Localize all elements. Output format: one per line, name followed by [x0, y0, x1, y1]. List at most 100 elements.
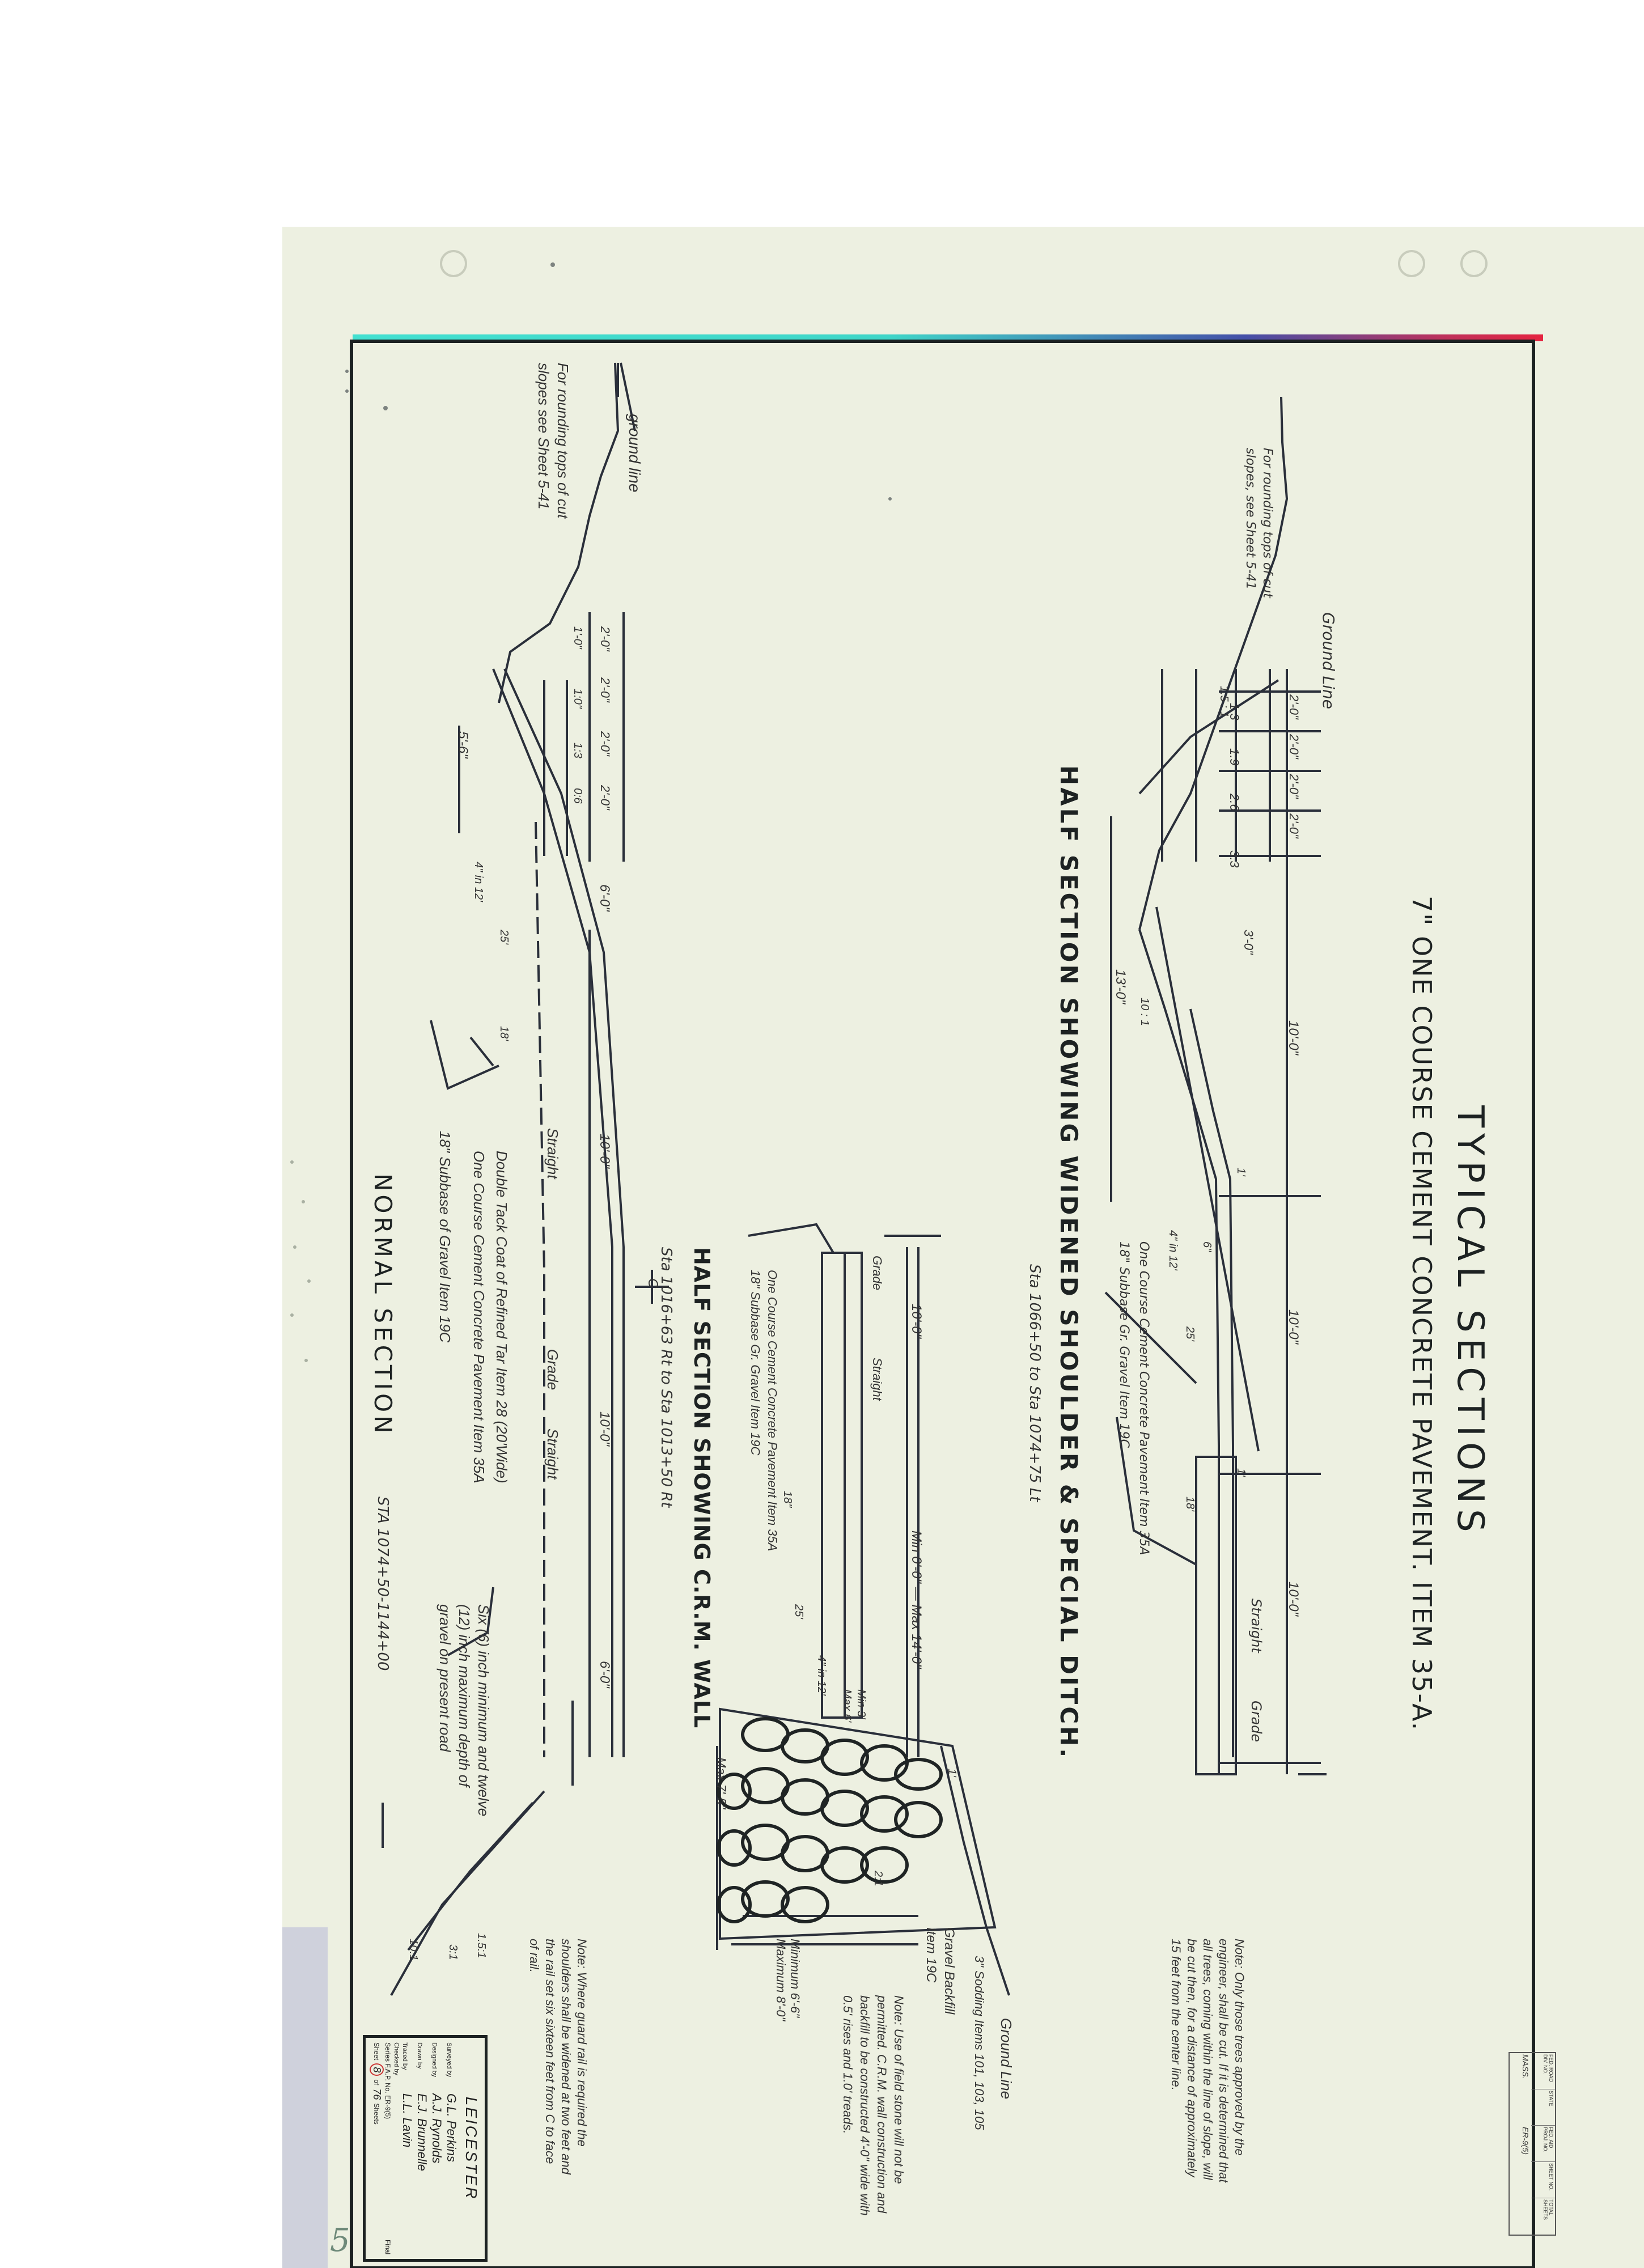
tb-final: Final — [384, 2239, 392, 2254]
normal-dim-3: 2'-0" — [598, 731, 612, 756]
tb-sheet-number: 8 — [370, 2063, 384, 2076]
widened-dim-2: 2'-0" — [1287, 734, 1301, 759]
crm-dim-8: 1' — [946, 1769, 958, 1777]
widened-dim-20: 1.5 : 1 — [1218, 686, 1230, 718]
widened-dim-9: 13'-0" — [1113, 969, 1128, 1004]
crm-dim-3: Min 3' — [855, 1689, 867, 1719]
normal-dim-2: 2'-0" — [598, 677, 612, 702]
widened-dim-1: 2'-0" — [1287, 694, 1301, 719]
crm-dim-1: 10'-0" — [909, 1304, 924, 1339]
normal-dim-10: 1'-0" — [571, 626, 584, 649]
normal-layer-2: One Course Cement Concrete Pavement Item… — [471, 1151, 488, 1483]
tb-sheets-word: Sheets — [372, 2103, 381, 2125]
tb-name-2: A.J. Rynolds — [430, 2093, 444, 2164]
crm-wall-stones — [717, 1717, 943, 1923]
normal-dim-1: 2'-0" — [598, 626, 612, 651]
widened-grade-label: Grade — [1248, 1701, 1264, 1743]
normal-layer-3: 18" Subbase of Gravel Item 19C — [437, 1131, 454, 1343]
tb-name-3: E.J. Brunnelle — [415, 2093, 429, 2171]
tb-role-4: Traced by — [401, 2042, 408, 2070]
crm-wall-drawing — [716, 1223, 1010, 1996]
title-block-town: LEICESTER — [463, 2096, 480, 2201]
widened-ground-line-label: Ground Line — [1319, 612, 1338, 709]
normal-dim-12: 1:3 — [571, 743, 584, 758]
corner-col3: FED. AID PROJ. NO. — [1531, 2126, 1555, 2162]
normal-dim-8: 6'-0" — [597, 1661, 612, 1688]
margin-mark: 5 — [330, 2222, 350, 2259]
corner-col1: FED. ROAD DIV. NO. — [1531, 2053, 1555, 2089]
tb-role-1: Surveyed by — [446, 2042, 452, 2078]
corner-col5: TOTAL SHEETS — [1543, 2199, 1554, 2220]
crm-grade-label: Grade — [870, 1256, 884, 1291]
widened-dim-21: 10 : 1 — [1138, 998, 1151, 1027]
widened-dim-8: 10'-0" — [1286, 1582, 1301, 1617]
crm-layer-1: One Course Cement Concrete Pavement Item… — [765, 1270, 779, 1551]
normal-dim-11: 1:0" — [571, 689, 584, 709]
widened-section-title: HALF SECTION SHOWING WIDENED SHOULDER & … — [1055, 765, 1083, 1760]
tb-total-sheets: 76 — [371, 2088, 383, 2100]
margin-specks — [345, 262, 892, 501]
normal-straight-label-1: Straight — [544, 1128, 561, 1179]
tb-role-5: Checked by — [393, 2042, 400, 2076]
widened-dim-16: 6" — [1201, 1241, 1213, 1252]
speck-cluster — [290, 1160, 311, 1362]
crm-ground-line-label: Ground Line — [998, 2018, 1015, 2100]
normal-centerline-mark: C — [645, 1278, 660, 1288]
corner-proj-value: ER-9(5) — [1521, 2127, 1530, 2155]
normal-dim-5: 6'-0" — [597, 884, 612, 912]
guard-rail-note: Note: Where guard rail is required the s… — [527, 1939, 589, 2174]
normal-layer-4: Six (6) inch minimum and twelve (12) inc… — [437, 1604, 492, 1817]
normal-section-drawing — [382, 362, 669, 1996]
widened-section-station: Sta 1066+50 to Sta 1074+75 Lt — [1026, 1264, 1043, 1502]
widened-layer-2: 18" Subbase Gr. Gravel Item 19C — [1117, 1241, 1131, 1448]
crm-dim-4: Max 6' — [841, 1689, 853, 1723]
normal-dim-19: 10:1 — [407, 1939, 420, 1961]
tb-series: Series F.A.P. No. ER-9(5) — [384, 2042, 392, 2119]
tb-role-3: Drawn by — [416, 2042, 423, 2069]
corner-col2: STATE — [1531, 2089, 1555, 2126]
crm-dim-11: 18" — [781, 1491, 794, 1508]
widened-dim-7: 10'-0" — [1286, 1309, 1301, 1345]
normal-dim-18: 3:1 — [447, 1944, 459, 1960]
normal-dim-7: 10'-0" — [597, 1411, 612, 1447]
corner-col4: SHEET NO. — [1531, 2162, 1555, 2198]
normal-ground-line-label: ground line — [626, 414, 643, 493]
scan-edge-strip — [282, 1927, 328, 2268]
normal-straight-label-2: Straight — [544, 1428, 561, 1480]
crm-dim-5: Minimum 6'-6" — [788, 1939, 802, 2018]
trees-note: Note: Only those trees approved by the e… — [1169, 1939, 1247, 2183]
widened-section-drawing — [1104, 396, 1327, 1775]
crm-dim-7: Max 7'-5" — [714, 1757, 728, 1809]
widened-dim-18: 18' — [1184, 1497, 1196, 1512]
widened-dim-5: 3'-0" — [1242, 930, 1256, 955]
crm-dim-6: Maximum 8'-0" — [774, 1939, 788, 2021]
crm-wall-note: Note: Use of field stone will not be per… — [841, 1995, 906, 2216]
widened-dim-12: 2:6 — [1227, 794, 1242, 811]
crm-section-title: HALF SECTION SHOWING C.R.M. WALL — [689, 1247, 714, 1729]
crm-straight-label: Straight — [870, 1358, 884, 1401]
sheet-title: TYPICAL SECTIONS — [1449, 1105, 1491, 1538]
normal-dim-15: 18' — [498, 1026, 510, 1041]
widened-dim-14: 1' — [1235, 1168, 1247, 1176]
title-block: LEICESTER Surveyed by G.L. Perkins Desig… — [363, 2035, 488, 2262]
widened-dim-13: 3:3 — [1227, 850, 1242, 868]
crm-dim-12: 25' — [793, 1604, 805, 1620]
normal-grade-label: Grade — [544, 1349, 561, 1391]
widened-straight-label: Straight — [1248, 1599, 1264, 1653]
widened-layer-1: One Course Cement Concrete Pavement Item… — [1137, 1241, 1151, 1555]
widened-dim-6: 10'-0" — [1286, 1020, 1301, 1055]
widened-dim-4: 2'-0" — [1287, 813, 1301, 838]
tb-role-2: Designed by — [431, 2042, 438, 2078]
widened-dim-17: 25' — [1184, 1326, 1196, 1342]
widened-rounding-note: For rounding tops of cut slopes, see She… — [1243, 448, 1274, 598]
widened-dim-11: 1:9 — [1227, 748, 1242, 766]
normal-section-title: NORMAL SECTION — [369, 1173, 397, 1437]
tb-name-4: L.L. Lavin — [400, 2093, 414, 2148]
sheet-subtitle: 7" ONE COURSE CEMENT CONCRETE PAVEMENT. … — [1406, 896, 1437, 1732]
tb-sheet-word: Sheet — [372, 2042, 381, 2061]
punch-holes — [440, 250, 1488, 277]
drawing-border — [350, 340, 1535, 2268]
normal-dim-6: 10'-0" — [597, 1134, 612, 1169]
widened-dim-15: 1' — [1235, 1468, 1247, 1477]
